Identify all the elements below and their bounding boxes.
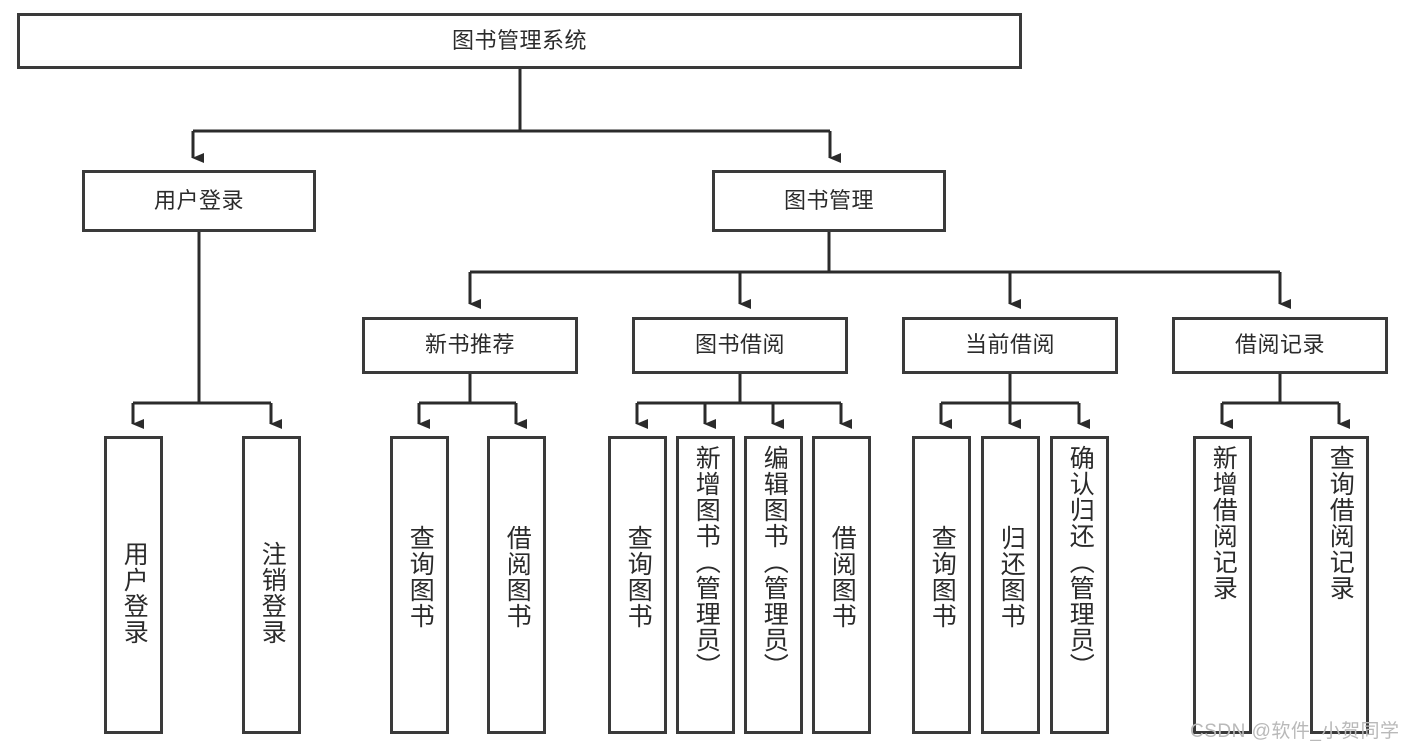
- node-label: 新书推荐: [424, 332, 515, 358]
- node-label: 归还图书: [997, 525, 1026, 629]
- leaf-borrow-book[interactable]: 借阅图书: [812, 436, 871, 734]
- node-label: 当前借阅: [964, 332, 1055, 358]
- node-label: 新增借阅记录: [1209, 445, 1238, 601]
- node-label: 新增图书（管理员）: [692, 445, 721, 679]
- node-label: 注销登录: [258, 541, 287, 645]
- node-book-borrow[interactable]: 图书借阅: [632, 317, 848, 374]
- leaf-query-book-borrow[interactable]: 查询图书: [608, 436, 667, 734]
- node-label: 用户登录: [120, 541, 149, 645]
- watermark-text: CSDN @软件_小贺同学: [1190, 721, 1400, 742]
- node-user-login[interactable]: 用户登录: [82, 170, 316, 232]
- node-book-management[interactable]: 图书管理: [712, 170, 946, 232]
- leaf-add-book-admin[interactable]: 新增图书（管理员）: [676, 436, 735, 734]
- node-label: 查询图书: [624, 525, 653, 629]
- leaf-add-borrow-record[interactable]: 新增借阅记录: [1193, 436, 1252, 734]
- node-label: 查询图书: [928, 525, 957, 629]
- leaf-edit-book-admin[interactable]: 编辑图书（管理员）: [744, 436, 803, 734]
- leaf-logout[interactable]: 注销登录: [242, 436, 301, 734]
- leaf-confirm-return-admin[interactable]: 确认归还（管理员）: [1050, 436, 1109, 734]
- node-current-borrow[interactable]: 当前借阅: [902, 317, 1118, 374]
- node-label: 查询借阅记录: [1326, 445, 1355, 601]
- node-label: 图书管理: [783, 187, 874, 213]
- node-label: 图书管理系统: [451, 27, 587, 53]
- node-label: 用户登录: [153, 187, 244, 213]
- node-new-book-recommend[interactable]: 新书推荐: [362, 317, 578, 374]
- node-root-system[interactable]: 图书管理系统: [17, 13, 1022, 69]
- leaf-borrow-book-recommend[interactable]: 借阅图书: [487, 436, 546, 734]
- leaf-return-book[interactable]: 归还图书: [981, 436, 1040, 734]
- node-borrow-records[interactable]: 借阅记录: [1172, 317, 1388, 374]
- node-label: 查询图书: [406, 525, 435, 629]
- node-label: 编辑图书（管理员）: [760, 445, 789, 679]
- leaf-query-book-current[interactable]: 查询图书: [912, 436, 971, 734]
- node-label: 借阅图书: [828, 525, 857, 629]
- leaf-user-login[interactable]: 用户登录: [104, 436, 163, 734]
- leaf-query-book-recommend[interactable]: 查询图书: [390, 436, 449, 734]
- leaf-query-borrow-record[interactable]: 查询借阅记录: [1310, 436, 1369, 734]
- node-label: 图书借阅: [694, 332, 785, 358]
- node-label: 确认归还（管理员）: [1066, 445, 1095, 679]
- node-label: 借阅图书: [503, 525, 532, 629]
- node-label: 借阅记录: [1234, 332, 1325, 358]
